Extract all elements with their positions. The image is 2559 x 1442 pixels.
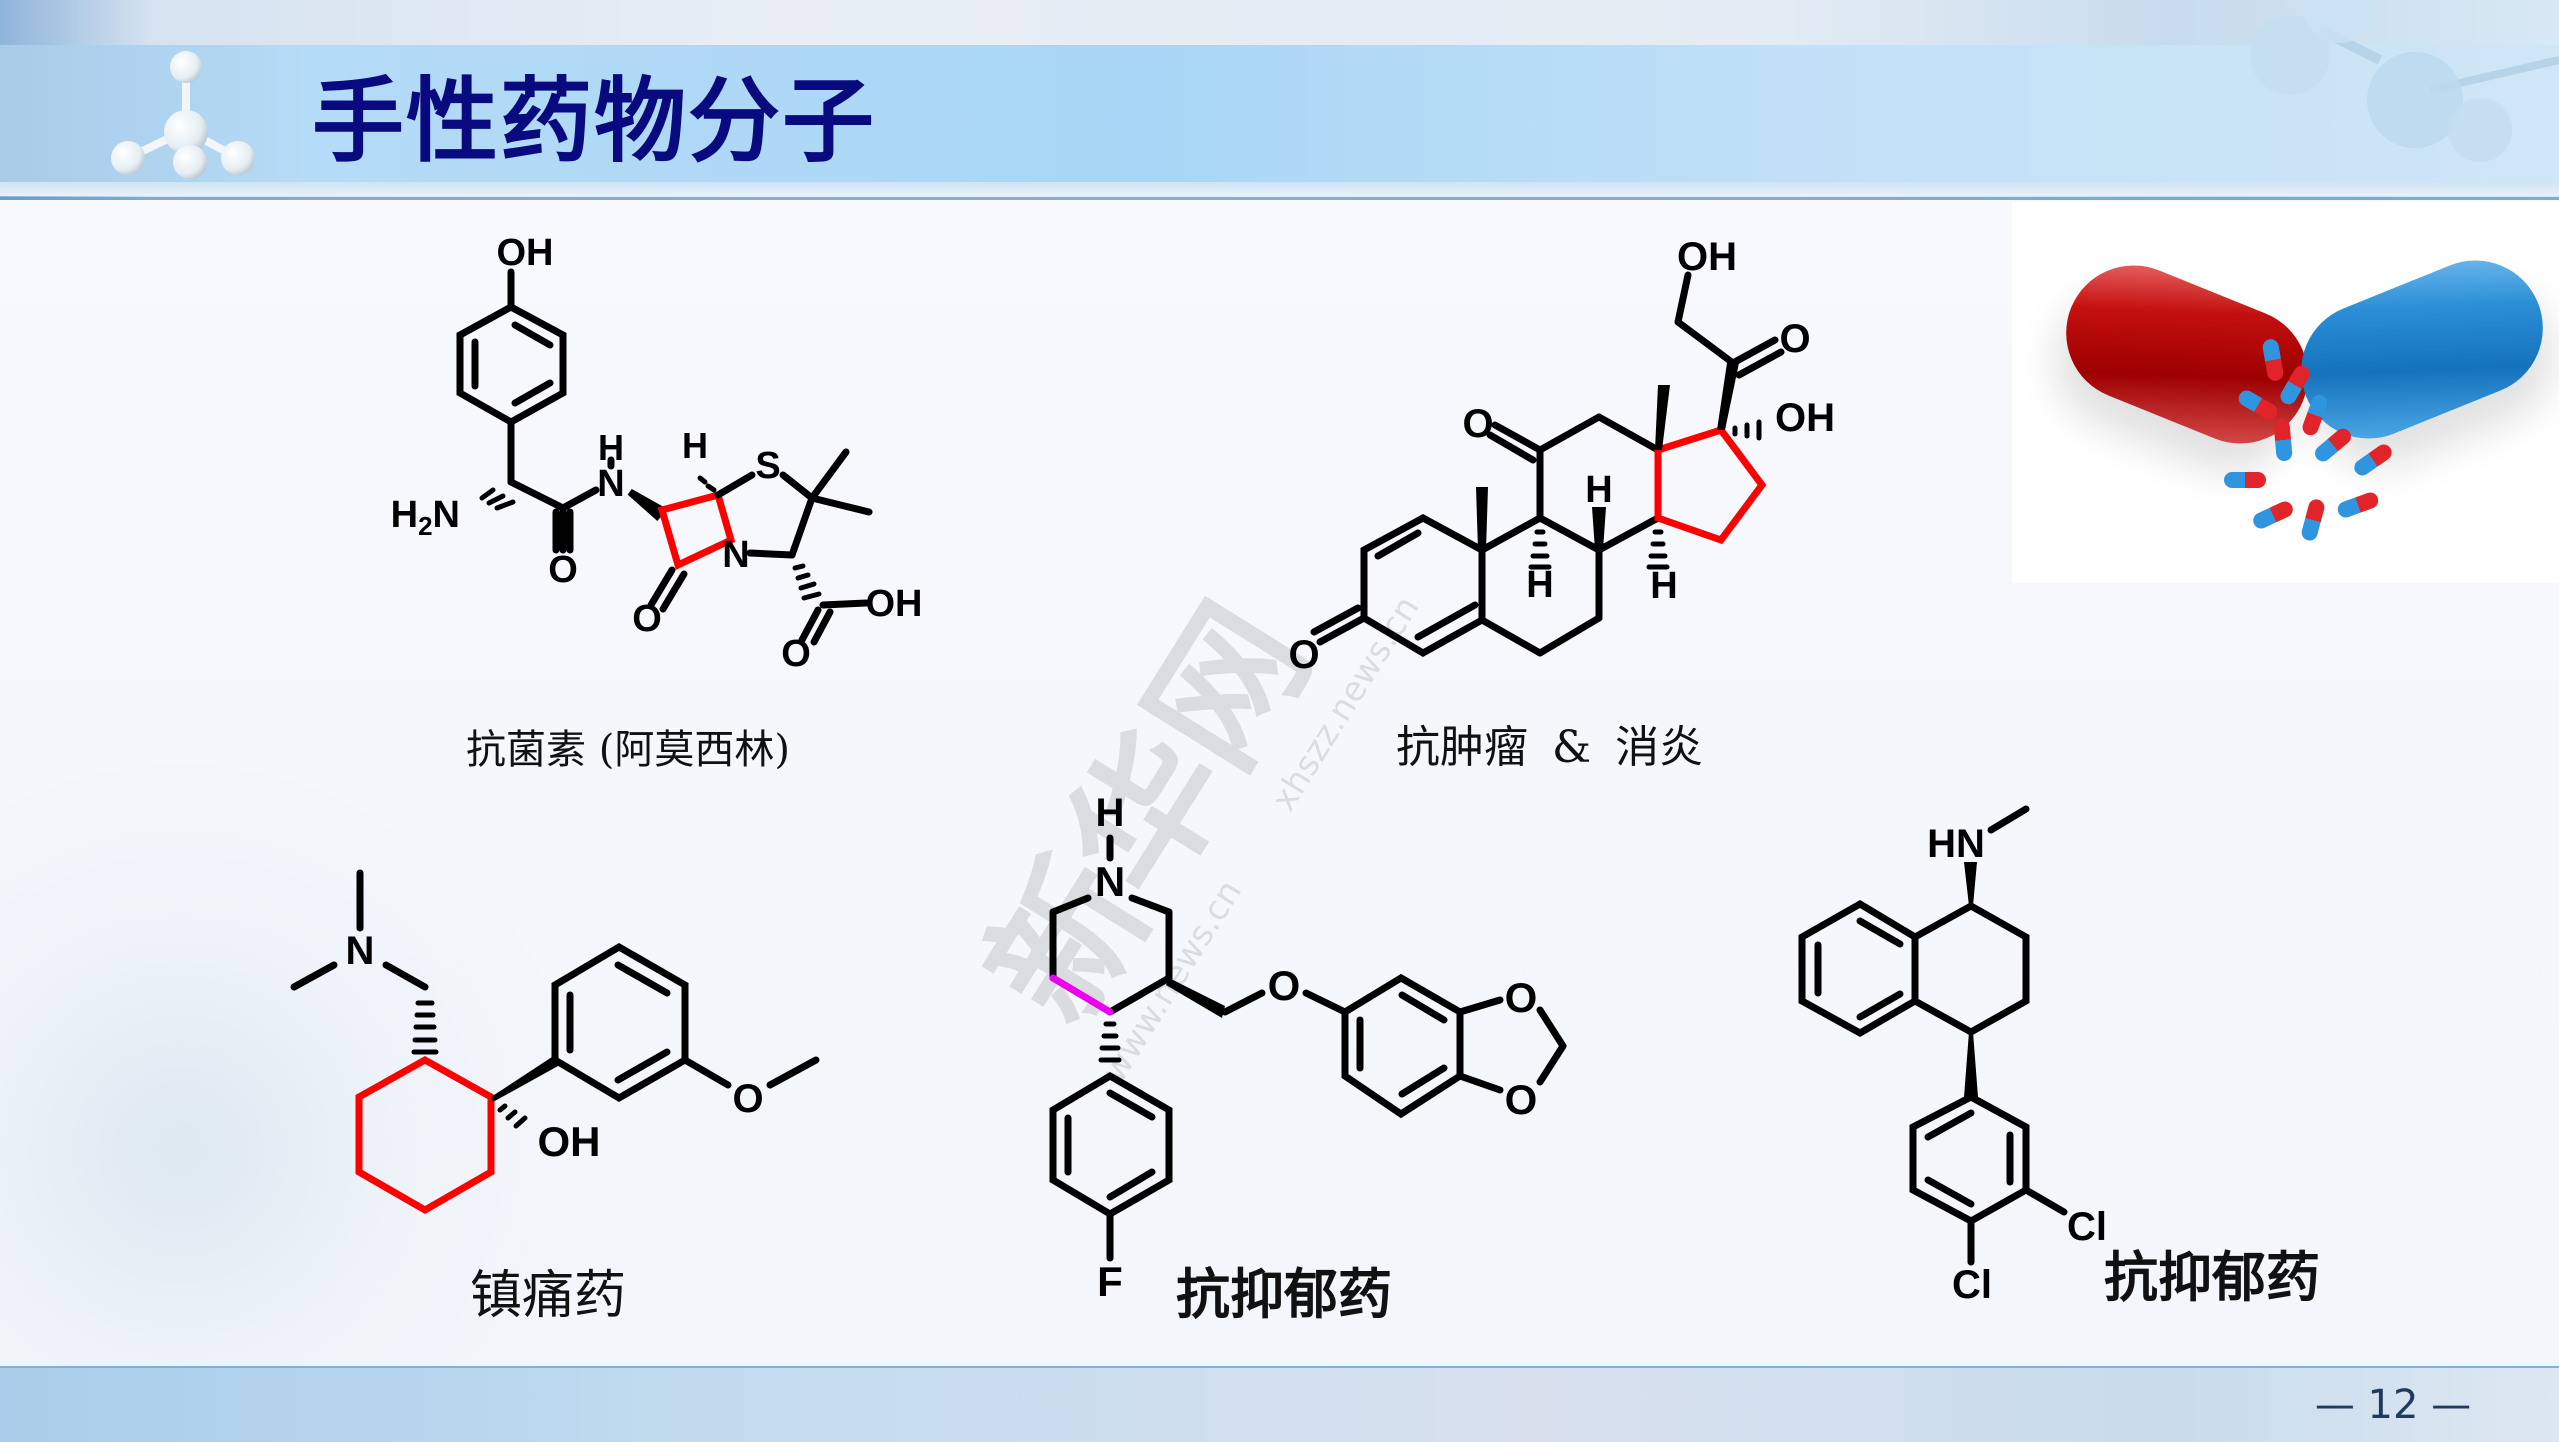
atom-label: H: [1585, 469, 1612, 511]
atom-label: O: [732, 1077, 763, 1121]
atom-label: N: [346, 929, 375, 973]
atom-label: O: [1288, 633, 1319, 677]
title-band-shade: [0, 182, 2559, 196]
atom-label: OH: [866, 583, 923, 625]
amoxicillin-structure: [456, 268, 873, 646]
footer-bar: [0, 1366, 2559, 1442]
sertraline-wedges: [1964, 862, 1978, 1097]
mini-capsule: [2224, 472, 2266, 488]
tramadol-atom-labels: N OH O: [346, 929, 764, 1165]
background-molecule-decoration: [2250, 0, 2559, 162]
atom-label: O: [632, 598, 662, 640]
atom-label: H2N: [391, 494, 460, 541]
atom-label: OH: [1775, 396, 1835, 440]
atom-label: N: [722, 534, 749, 576]
steroid-wedges: [1476, 363, 1739, 550]
atom-label: O: [1268, 962, 1301, 1009]
amoxicillin-atom-labels: OH H2N H N O H S N O OH O: [391, 232, 923, 675]
caption-steroid: 抗肿瘤 & 消炎: [1396, 722, 1704, 773]
caption-paroxetine: 抗抑郁药: [1176, 1263, 1392, 1326]
atom-label: HN: [1927, 822, 1985, 866]
capsule-pills-image: [2012, 202, 2559, 583]
sertraline-atom-labels: HN Cl Cl: [1927, 822, 2107, 1307]
atom-label: H: [598, 427, 624, 468]
paroxetine-atom-labels: H N O O O F: [1095, 791, 1538, 1305]
atom-label: H: [1096, 791, 1125, 835]
atom-label: O: [548, 549, 578, 591]
atom-label: OH: [497, 232, 554, 274]
atom-label: OH: [1677, 235, 1737, 279]
header-divider: [0, 197, 2559, 200]
atom-label: O: [781, 633, 811, 675]
caption-tramadol: 镇痛药: [470, 1266, 627, 1326]
atom-label: O: [1779, 317, 1810, 361]
atom-label: S: [755, 445, 780, 487]
sertraline-structure: [1798, 805, 2068, 1266]
atom-label: OH: [538, 1118, 601, 1165]
tramadol-wedge: [491, 1055, 558, 1102]
paroxetine-wedge: [1166, 978, 1225, 1018]
atom-label: H: [1526, 564, 1553, 606]
atom-label: N: [1095, 858, 1125, 905]
atom-label: N: [597, 463, 624, 505]
paroxetine-structure: [1049, 834, 1567, 1262]
atom-label: O: [1462, 402, 1493, 446]
atom-label: O: [1505, 1076, 1538, 1123]
atom-label: Cl: [1952, 1263, 1992, 1307]
atom-label: O: [1505, 974, 1538, 1021]
steroid-atom-labels: OH O OH O O H H H: [1288, 235, 1835, 677]
atom-label: H: [1650, 565, 1677, 607]
caption-amoxicillin: 抗菌素 (阿莫西林): [466, 727, 790, 773]
page-title: 手性药物分子: [312, 68, 877, 175]
atom-label: F: [1097, 1258, 1123, 1305]
caption-sertraline: 抗抑郁药: [2104, 1246, 2320, 1309]
atom-label: H: [682, 425, 708, 466]
molecule-icon: [111, 51, 255, 179]
page-number: — 12 —: [2314, 1382, 2472, 1428]
atom-label: Cl: [2067, 1205, 2107, 1249]
steroid-structure: [1310, 271, 1785, 658]
title-band: [0, 45, 2559, 193]
